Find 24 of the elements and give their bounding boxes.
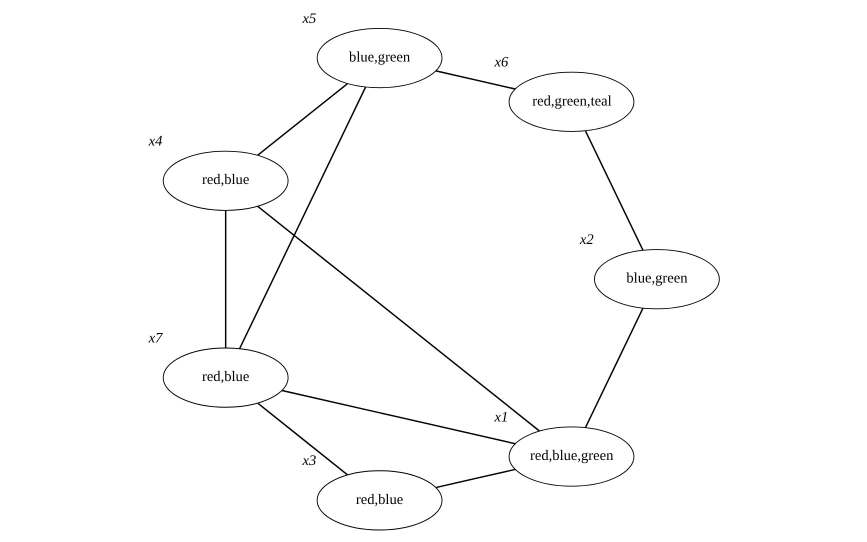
- connector: [584, 130, 644, 251]
- node-ellipse: red,green,teal: [508, 72, 634, 132]
- node-ellipse: red,blue,green: [508, 426, 634, 487]
- node-ellipse: blue,green: [316, 28, 442, 88]
- node-label: x3: [302, 453, 316, 470]
- node-ellipse: red,blue: [162, 348, 288, 408]
- connector: [256, 206, 540, 432]
- node-label: x5: [302, 10, 316, 27]
- connector: [281, 390, 515, 444]
- connector: [435, 70, 515, 90]
- node-label: x6: [494, 54, 508, 71]
- connector: [238, 86, 366, 350]
- connector: [584, 308, 644, 428]
- connector: [256, 83, 348, 156]
- node-ellipse: blue,green: [594, 249, 720, 310]
- node-label: x7: [148, 330, 162, 346]
- connector: [256, 402, 348, 476]
- node-ellipse: red,blue: [162, 150, 288, 211]
- node-ellipse: red,blue: [316, 470, 442, 530]
- node-label: x2: [579, 232, 594, 248]
- node-label: x1: [494, 409, 508, 426]
- connector: [435, 468, 515, 488]
- node-label: x4: [148, 134, 162, 150]
- connector: [224, 210, 226, 348]
